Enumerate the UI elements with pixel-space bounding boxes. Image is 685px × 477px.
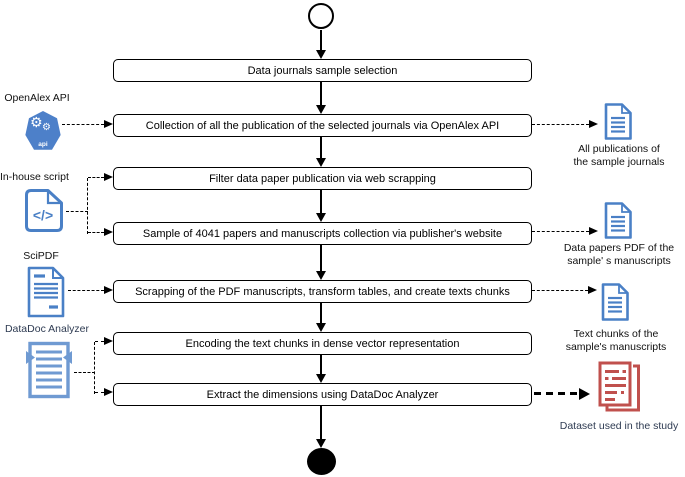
arrowhead-icon bbox=[315, 50, 326, 59]
gear-icon: ⚙ bbox=[42, 122, 51, 133]
dashed-connector-bold bbox=[534, 392, 579, 395]
dashed-connector bbox=[95, 392, 104, 393]
arrowhead-icon bbox=[104, 388, 113, 396]
output-document-icon bbox=[604, 103, 632, 140]
arrowhead-icon bbox=[315, 439, 326, 448]
output-document-icon bbox=[601, 283, 629, 321]
arrowhead-icon bbox=[104, 120, 113, 128]
dashed-connector bbox=[88, 177, 104, 178]
arrowhead-icon bbox=[315, 271, 326, 280]
dashed-connector bbox=[66, 211, 88, 212]
dashed-connector bbox=[95, 341, 104, 342]
arrowhead-icon bbox=[104, 337, 113, 345]
arrowhead-icon bbox=[588, 286, 597, 294]
arrowhead-icon bbox=[104, 173, 113, 181]
output-label-line: the sample journals bbox=[573, 156, 665, 168]
dashed-connector bbox=[532, 231, 589, 232]
arrowhead-icon bbox=[315, 213, 326, 222]
arrowhead-icon bbox=[104, 286, 113, 294]
flow-arrow bbox=[320, 245, 323, 271]
flow-arrow bbox=[320, 406, 323, 439]
tool-label-scipdf: SciPDF bbox=[23, 250, 59, 262]
flow-box-encoding-vectors: Encoding the text chunks in dense vector… bbox=[113, 332, 532, 355]
arrowhead-icon bbox=[579, 387, 590, 400]
output-label-all-publications: All publications of the sample journals bbox=[567, 143, 671, 169]
flow-box-sample-4041: Sample of 4041 papers and manuscripts co… bbox=[113, 222, 532, 245]
code-glyph: </> bbox=[33, 207, 53, 223]
flow-box-pdf-scraping: Scrapping of the PDF manuscripts, transf… bbox=[113, 280, 532, 303]
output-label-line: Data papers PDF of the bbox=[563, 242, 675, 254]
start-node bbox=[308, 3, 334, 29]
arrowhead-icon bbox=[315, 374, 326, 383]
flow-arrow bbox=[320, 355, 323, 374]
output-label-line: Dataset used in the study bbox=[559, 420, 679, 432]
flow-arrow bbox=[320, 82, 323, 105]
output-label-data-papers-pdf: Data papers PDF of the sample' s manuscr… bbox=[561, 242, 677, 268]
arrowhead-icon bbox=[315, 105, 326, 114]
flow-box-sample-selection: Data journals sample selection bbox=[113, 59, 532, 82]
gear-icon: ⚙ bbox=[30, 114, 43, 130]
pdf-document-icon bbox=[27, 266, 65, 318]
arrowhead-icon bbox=[589, 227, 598, 235]
dataset-stack-icon bbox=[598, 361, 640, 412]
tool-label-datadoc-analyzer: DataDoc Analyzer bbox=[4, 323, 90, 335]
arrowhead-icon bbox=[104, 228, 113, 236]
code-document-icon: </> bbox=[25, 189, 63, 232]
end-node bbox=[307, 448, 336, 475]
tool-label-openalex: OpenAlex API bbox=[4, 92, 70, 104]
dashed-connector bbox=[62, 124, 104, 125]
tool-label-inhouse-script: In-house script bbox=[0, 171, 69, 183]
dashed-connector bbox=[532, 124, 589, 125]
output-label-line: sample' s manuscripts bbox=[567, 255, 671, 267]
analyzer-document-icon bbox=[26, 341, 72, 399]
output-label-dataset: Dataset used in the study bbox=[554, 420, 684, 433]
flow-arrow bbox=[320, 190, 323, 213]
flow-arrow bbox=[320, 303, 323, 323]
api-text: api bbox=[38, 141, 48, 148]
openalex-api-icon: ⚙ ⚙ api bbox=[25, 111, 61, 150]
output-label-line: sample's manuscripts bbox=[565, 341, 667, 353]
arrowhead-icon bbox=[589, 120, 598, 128]
dashed-connector bbox=[87, 178, 88, 234]
arrowhead-icon bbox=[315, 323, 326, 332]
dashed-connector bbox=[68, 290, 104, 291]
flow-arrow bbox=[320, 137, 323, 158]
flow-box-filter-webscraping: Filter data paper publication via web sc… bbox=[113, 167, 532, 190]
flow-box-extract-dimensions: Extract the dimensions using DataDoc Ana… bbox=[113, 383, 532, 406]
dashed-connector bbox=[88, 232, 104, 233]
output-label-line: Text chunks of the bbox=[573, 328, 659, 340]
dashed-connector bbox=[94, 342, 95, 394]
output-label-line: All publications of bbox=[578, 143, 660, 155]
output-document-icon bbox=[604, 202, 632, 239]
dashed-connector bbox=[74, 372, 95, 373]
flow-box-collection-openalex: Collection of all the publication of the… bbox=[113, 114, 532, 137]
output-label-text-chunks: Text chunks of the sample's manuscripts bbox=[562, 328, 670, 354]
dashed-connector bbox=[532, 290, 588, 291]
flow-arrow bbox=[320, 30, 323, 51]
arrowhead-icon bbox=[315, 158, 326, 167]
